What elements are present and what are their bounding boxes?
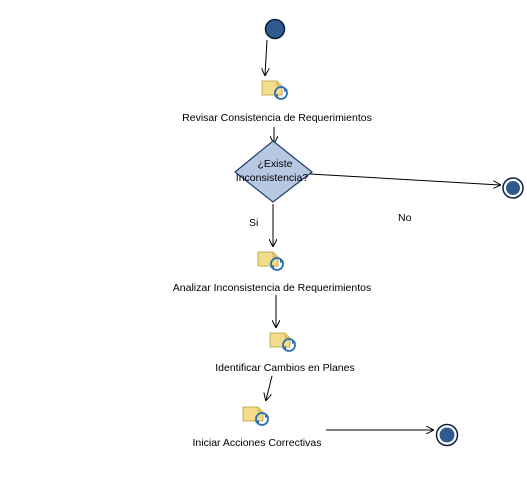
end-node-no[interactable]	[502, 177, 524, 199]
activity-iniciar[interactable]: Iniciar Acciones Correctivas	[193, 406, 322, 449]
activity-icon	[269, 332, 297, 352]
decision-label-line2: Inconsistencia?	[236, 172, 309, 184]
edge-start-to-revisar[interactable]	[265, 39, 267, 75]
edges	[265, 39, 500, 430]
activity-label: Iniciar Acciones Correctivas	[193, 437, 322, 449]
guard-label-si: Si	[249, 217, 258, 229]
activity-icon	[242, 406, 270, 426]
activity-icon	[261, 80, 289, 100]
activity-label: Analizar Inconsistencia de Requerimiento…	[173, 282, 371, 294]
edge-identificar-to-iniciar[interactable]	[266, 375, 273, 400]
decision-existe-inconsistencia[interactable]: ¿Existe Inconsistencia?	[234, 140, 313, 203]
edge-decision-to-end-no[interactable]	[309, 173, 500, 185]
activity-icon	[257, 251, 285, 271]
guard-label-no: No	[398, 212, 412, 224]
activity-analizar[interactable]: Analizar Inconsistencia de Requerimiento…	[173, 251, 371, 294]
activity-revisar[interactable]: Revisar Consistencia de Requerimientos	[182, 80, 372, 124]
activity-label: Revisar Consistencia de Requerimientos	[182, 112, 372, 124]
decision-label-line1: ¿Existe	[257, 158, 292, 170]
start-node[interactable]	[264, 18, 286, 40]
activity-label: Identificar Cambios en Planes	[215, 362, 355, 374]
activity-identificar[interactable]: Identificar Cambios en Planes	[215, 332, 355, 374]
end-node-final[interactable]	[435, 423, 459, 447]
